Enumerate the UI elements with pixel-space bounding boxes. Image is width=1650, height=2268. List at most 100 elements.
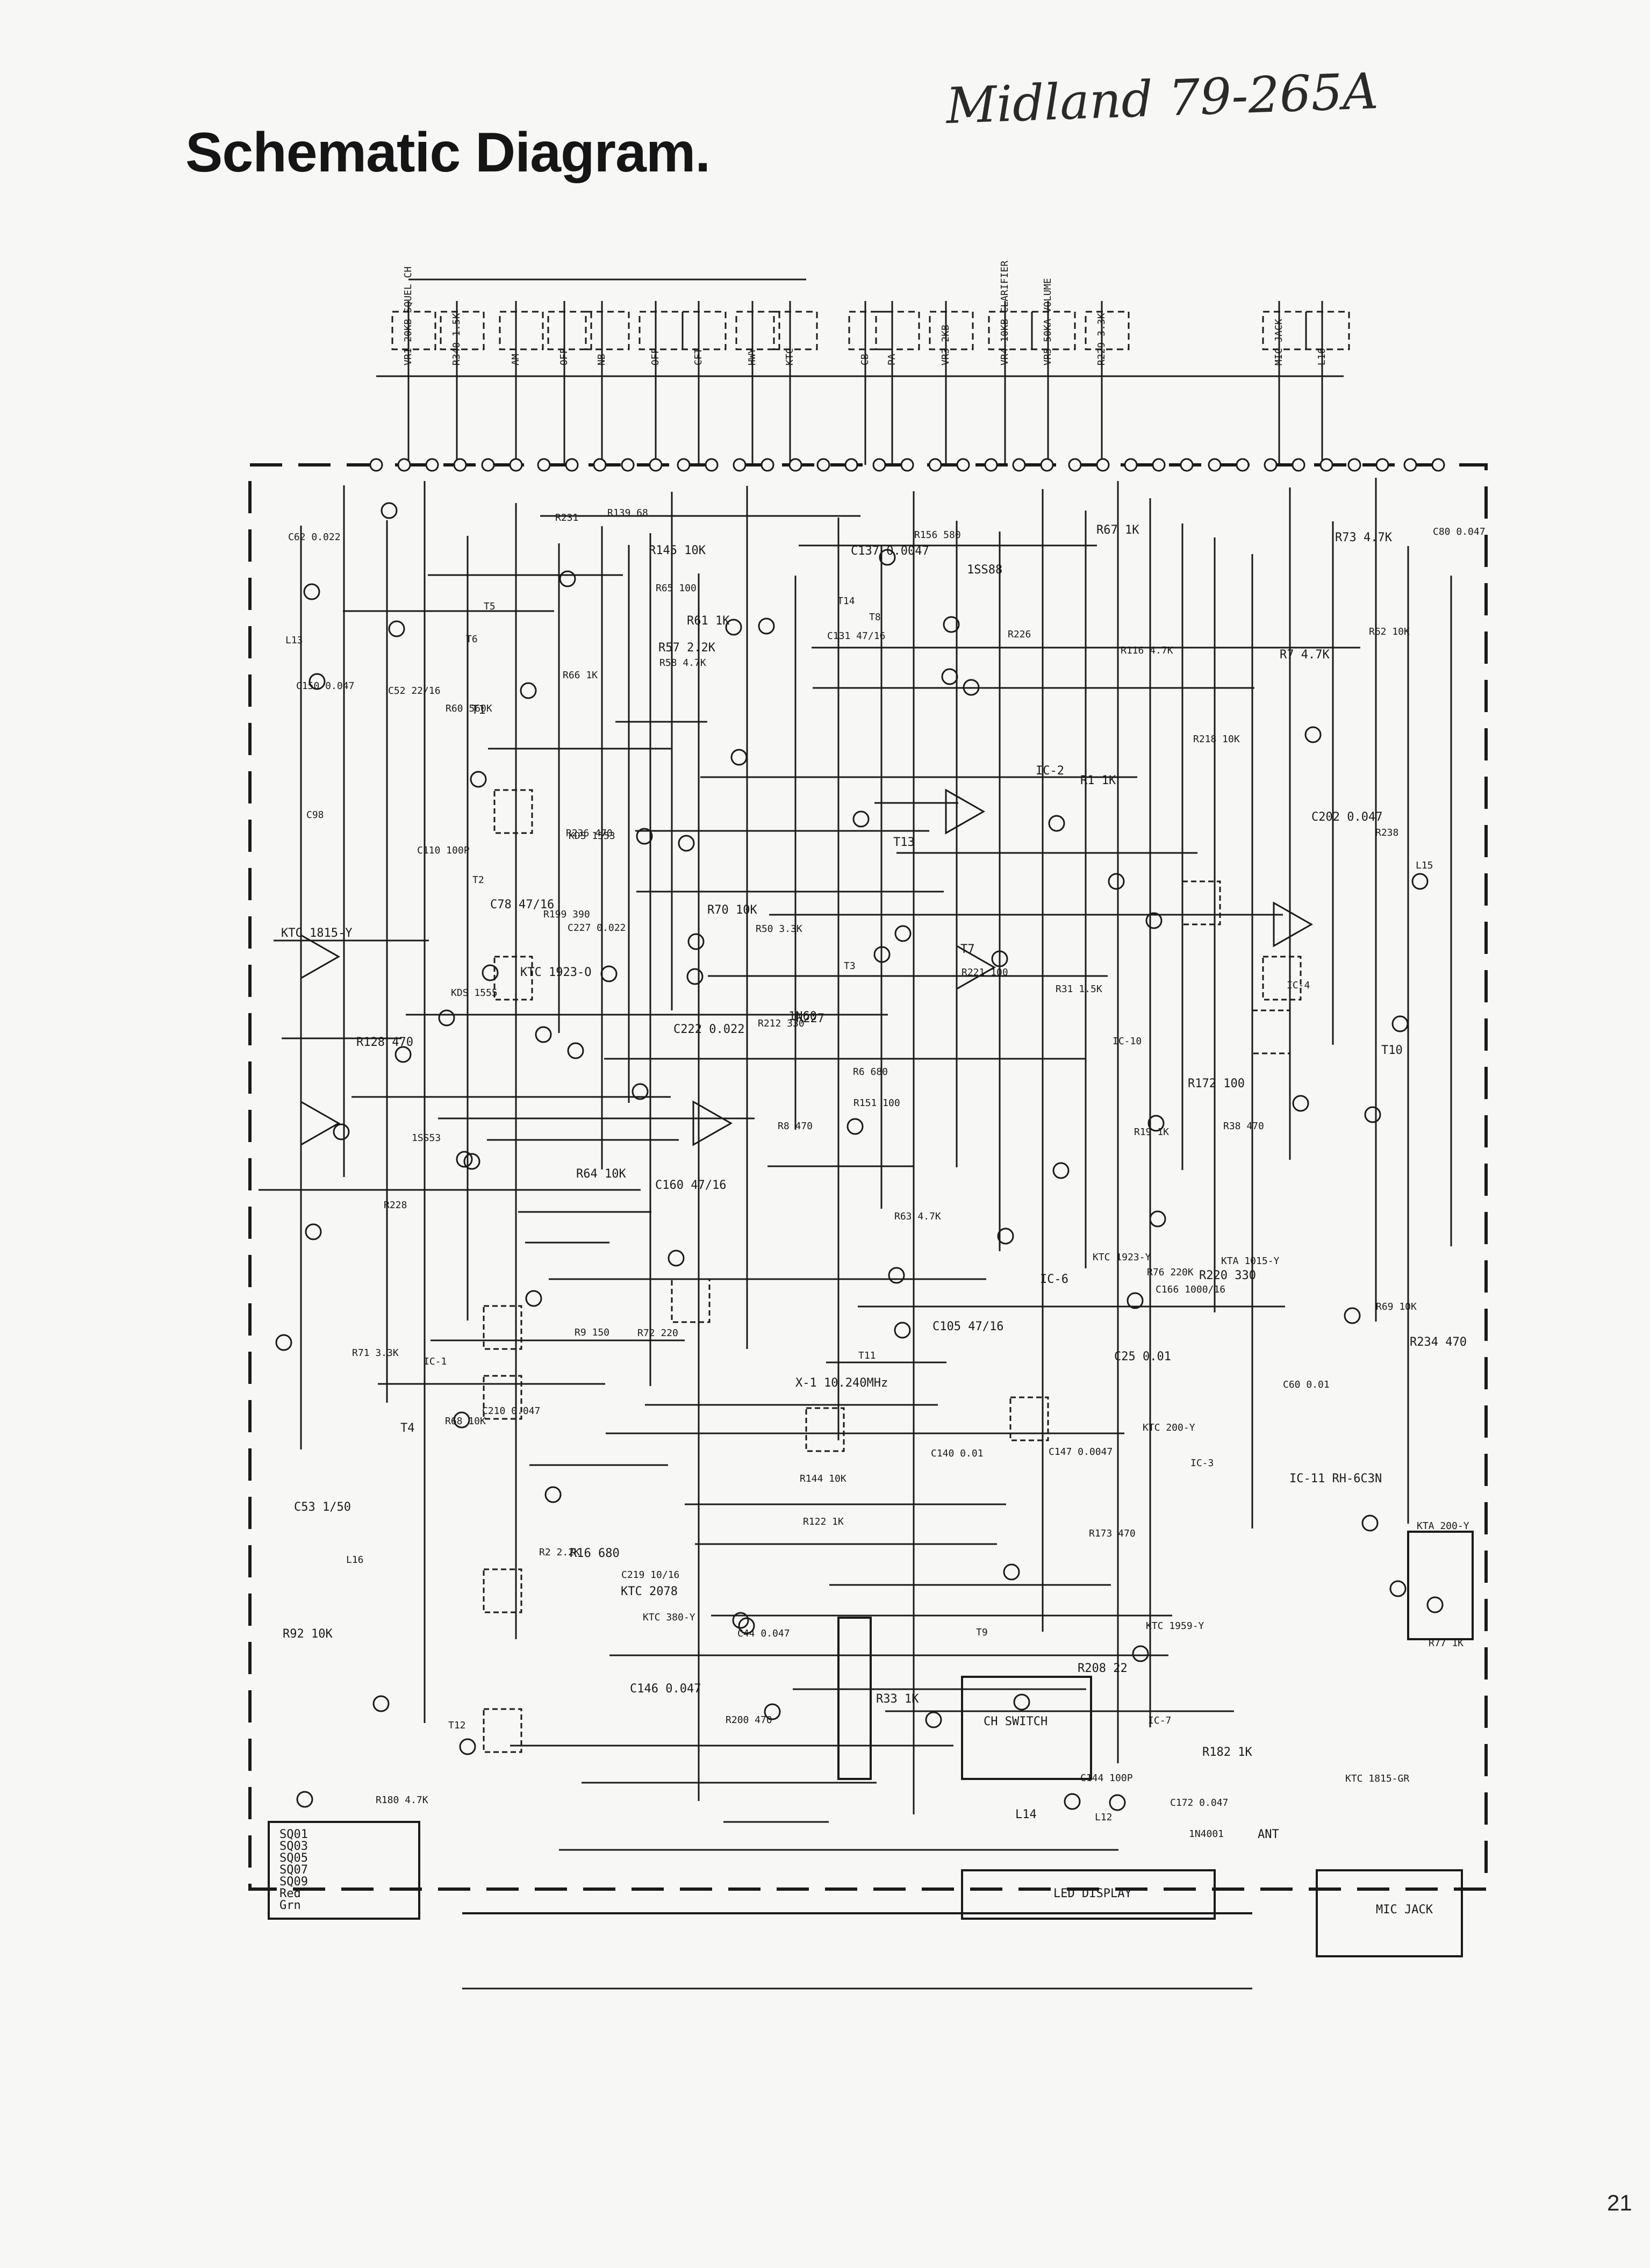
transistor <box>678 835 695 852</box>
component-label: KDS 1553 <box>569 830 615 842</box>
switch-block <box>1085 311 1130 350</box>
switch-block <box>929 311 974 350</box>
component-label: R67 1K <box>1096 523 1139 537</box>
switch-block <box>440 311 485 350</box>
transistor <box>1147 1115 1165 1132</box>
component-label: C131 47/16 <box>827 630 885 642</box>
led-display-block <box>961 1869 1216 1920</box>
schematic-frame <box>248 463 1488 1891</box>
component-label: R19 1K <box>1134 1126 1169 1138</box>
components <box>268 311 1474 1957</box>
component-label: C219 10/16 <box>621 1569 679 1581</box>
component-label: R151 100 <box>853 1097 900 1109</box>
bus-terminal <box>453 458 467 472</box>
component-label: KTC 1923-Y <box>1093 1252 1151 1263</box>
transistor <box>991 950 1008 967</box>
component-label: C25 0.01 <box>1114 1350 1171 1363</box>
op-amp <box>300 1100 341 1146</box>
transistor <box>632 1083 649 1100</box>
component-label: R234 470 <box>1410 1336 1467 1349</box>
component-label: KTC 1923-O <box>520 966 591 979</box>
component-label: T2 <box>472 874 484 886</box>
transistor <box>1426 1596 1444 1613</box>
transistor <box>1389 1580 1407 1597</box>
component-label: C98 <box>306 809 324 821</box>
switch-block <box>848 311 893 350</box>
top-connector-label: OFF <box>650 348 661 365</box>
block-label: CH SWITCH <box>984 1715 1048 1728</box>
component-label: IC-6 <box>1040 1273 1068 1286</box>
component-label: R156 580 <box>914 529 961 541</box>
switch-block <box>391 311 436 350</box>
component-label: IC-11 RH-6C3N <box>1289 1472 1382 1485</box>
transistor <box>636 828 653 845</box>
component-label: T3 <box>844 960 856 972</box>
bus-terminal <box>1347 458 1361 472</box>
bus-terminal <box>705 458 719 472</box>
block-label: X-1 10.240MHz <box>795 1376 888 1390</box>
bus-terminal <box>761 458 774 472</box>
component-label: C144 100P <box>1080 1772 1133 1784</box>
component-label: R33 1K <box>876 1692 919 1706</box>
component-label: R92 10K <box>283 1627 333 1641</box>
component-label: T14 <box>837 595 855 607</box>
component-label: R208 22 <box>1078 1662 1128 1675</box>
transistor <box>852 810 870 828</box>
component-label: R238 <box>1375 827 1398 838</box>
top-connector-label: MIC JACK <box>1273 319 1285 365</box>
transistor <box>453 1411 470 1429</box>
switch-block <box>639 311 684 350</box>
component-label: T10 <box>1381 1044 1403 1057</box>
transformer <box>805 1407 845 1452</box>
transistor <box>463 1153 480 1170</box>
component-label: R50 3.3K <box>756 923 802 935</box>
bus-terminal <box>900 458 914 472</box>
top-connector-label: HWY <box>747 348 758 365</box>
transformer <box>483 1375 522 1420</box>
block-label: SQ01 <box>279 1828 308 1841</box>
transistor <box>1109 1794 1126 1811</box>
transistor <box>394 1046 412 1063</box>
transistor <box>846 1118 864 1135</box>
component-label: R58 4.7K <box>659 657 706 669</box>
op-amp <box>692 1100 733 1146</box>
component-label: R76 220K <box>1147 1267 1194 1278</box>
transistor <box>668 1250 685 1267</box>
component-label: R200 470 <box>726 1714 772 1726</box>
transistor <box>1344 1307 1361 1324</box>
bus-terminal <box>593 458 607 472</box>
op-amp <box>956 944 996 991</box>
component-label: IC-3 <box>1190 1458 1214 1469</box>
component-label: L14 <box>1015 1808 1037 1821</box>
bus-terminal <box>872 458 886 472</box>
component-label: KTC 2078 <box>621 1585 678 1598</box>
transistor <box>1064 1793 1081 1810</box>
transistor <box>1361 1515 1379 1532</box>
transistor <box>1052 1162 1070 1179</box>
ext-sp-block <box>1407 1531 1474 1640</box>
component-label: C227 0.022 <box>568 922 626 934</box>
component-label: C62 0.022 <box>288 532 341 543</box>
bus-terminal <box>788 458 802 472</box>
transformer <box>1181 880 1221 925</box>
transistor <box>732 1612 749 1629</box>
component-label: KTA 1015-Y <box>1221 1255 1280 1267</box>
block-label: SQ03 <box>279 1840 308 1853</box>
transistor <box>482 964 499 981</box>
component-label: R180 4.7K <box>376 1795 428 1806</box>
component-label: R220 330 <box>1199 1269 1256 1282</box>
transformer <box>483 1708 522 1753</box>
transistor <box>372 1695 390 1712</box>
component-label: KDS 1555 <box>451 987 498 999</box>
component-label: R69 10K <box>1376 1301 1417 1312</box>
component-label: R172 100 <box>1188 1077 1245 1090</box>
top-connector-label: VR5 50KA VOLUME <box>1042 278 1053 365</box>
component-label: IC-4 <box>1287 980 1310 991</box>
component-label: T5 <box>484 601 496 612</box>
block-label: SQ09 <box>279 1875 308 1889</box>
component-label: C78 47/16 <box>490 898 554 911</box>
component-label: L12 <box>1095 1812 1113 1823</box>
component-label: 1N4001 <box>1189 1828 1224 1840</box>
ic-1-block <box>837 1617 872 1780</box>
